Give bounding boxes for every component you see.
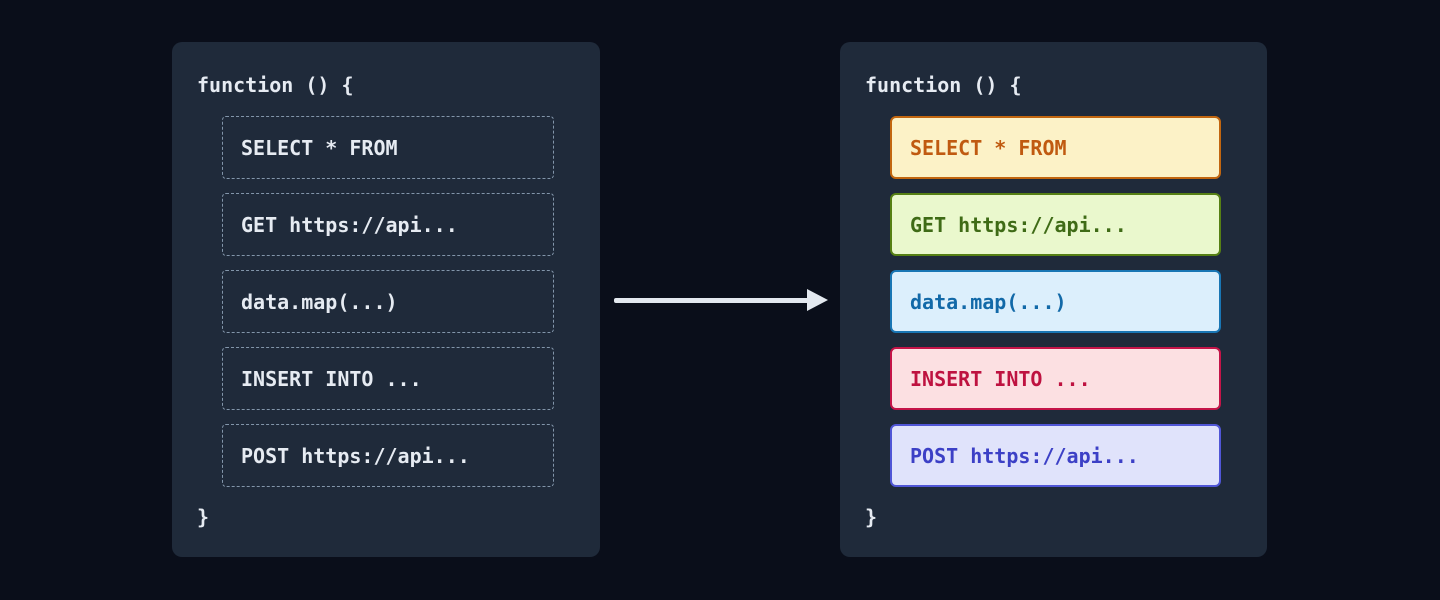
after-block-list: SELECT * FROM GET https://api... data.ma… bbox=[890, 116, 1221, 487]
function-open-line: function () { bbox=[197, 73, 354, 97]
code-block-label: GET https://api... bbox=[241, 212, 458, 237]
code-block-insert: INSERT INTO ... bbox=[222, 347, 554, 410]
code-block-label: INSERT INTO ... bbox=[241, 366, 422, 391]
highlighted-block-post: POST https://api... bbox=[890, 424, 1221, 487]
code-block-label: GET https://api... bbox=[910, 212, 1127, 237]
code-block-label: SELECT * FROM bbox=[910, 135, 1067, 160]
code-block-label: INSERT INTO ... bbox=[910, 366, 1091, 391]
highlighted-block-insert: INSERT INTO ... bbox=[890, 347, 1221, 410]
code-block-label: data.map(...) bbox=[910, 289, 1067, 314]
code-block-label: SELECT * FROM bbox=[241, 135, 398, 160]
highlighted-block-select: SELECT * FROM bbox=[890, 116, 1221, 179]
arrow-head-icon bbox=[807, 289, 828, 311]
code-block-post: POST https://api... bbox=[222, 424, 554, 487]
code-block-label: POST https://api... bbox=[241, 443, 470, 468]
function-open-line: function () { bbox=[865, 73, 1022, 97]
code-block-select: SELECT * FROM bbox=[222, 116, 554, 179]
before-block-list: SELECT * FROM GET https://api... data.ma… bbox=[222, 116, 554, 487]
after-code-panel: function () { SELECT * FROM GET https://… bbox=[840, 42, 1267, 557]
highlighted-block-get: GET https://api... bbox=[890, 193, 1221, 256]
arrow-shaft bbox=[614, 298, 809, 303]
code-block-get: GET https://api... bbox=[222, 193, 554, 256]
code-block-map: data.map(...) bbox=[222, 270, 554, 333]
function-close-line: } bbox=[865, 505, 878, 529]
code-block-label: POST https://api... bbox=[910, 443, 1139, 468]
code-block-label: data.map(...) bbox=[241, 289, 398, 314]
transform-arrow bbox=[614, 288, 828, 312]
before-code-panel: function () { SELECT * FROM GET https://… bbox=[172, 42, 600, 557]
function-close-line: } bbox=[197, 505, 210, 529]
highlighted-block-map: data.map(...) bbox=[890, 270, 1221, 333]
